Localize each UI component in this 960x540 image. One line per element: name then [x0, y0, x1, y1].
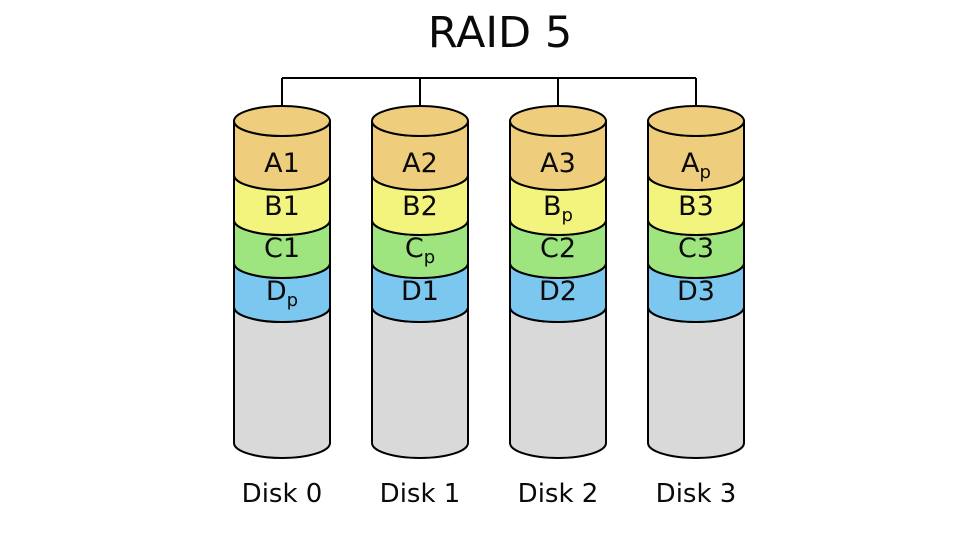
band-label: Cp: [405, 233, 435, 268]
band-label: C3: [678, 233, 714, 264]
band-label: D1: [401, 276, 439, 307]
disk-1-body: [371, 306, 469, 459]
disk-0-cylinder: A1 B1 C1 Dp: [233, 105, 331, 459]
disk-1-cylinder: A2 B2 Cp D1: [371, 105, 469, 459]
disk-2-cylinder: A3 Bp C2 D2: [509, 105, 607, 459]
diagram-title: RAID 5: [427, 8, 573, 58]
disk-1: A2 B2 Cp D1 Disk 1: [370, 95, 470, 509]
disk-0-caption: Disk 0: [241, 479, 323, 509]
band-label: D2: [539, 276, 577, 307]
band-label: A1: [264, 148, 300, 179]
band-label: B3: [678, 191, 714, 222]
disk-2: A3 Bp C2 D2 Disk 2: [508, 95, 608, 509]
disk-3-caption: Disk 3: [655, 479, 737, 509]
disk-0-top-ellipse: [233, 105, 331, 137]
disk-0: A1 B1 C1 Dp Disk 0: [232, 95, 332, 509]
band-label: A3: [540, 148, 576, 179]
band-label: B1: [264, 191, 300, 222]
disk-1-caption: Disk 1: [379, 479, 461, 509]
band-label: C2: [540, 233, 576, 264]
band-label: C1: [264, 233, 300, 264]
band-label: Bp: [543, 191, 573, 226]
disk-1-top-ellipse: [371, 105, 469, 137]
disk-2-body: [509, 306, 607, 459]
disk-3-cylinder: Ap B3 C3 D3: [647, 105, 745, 459]
disk-3: Ap B3 C3 D3 Disk 3: [646, 95, 746, 509]
band-label: A2: [402, 148, 438, 179]
disk-3-body: [647, 306, 745, 459]
band-label: Ap: [681, 148, 711, 183]
disk-3-top-ellipse: [647, 105, 745, 137]
band-label: B2: [402, 191, 438, 222]
disk-2-caption: Disk 2: [517, 479, 599, 509]
disk-2-top-ellipse: [509, 105, 607, 137]
band-label: Dp: [266, 276, 298, 311]
band-label: D3: [677, 276, 715, 307]
disk-0-body: [233, 306, 331, 459]
